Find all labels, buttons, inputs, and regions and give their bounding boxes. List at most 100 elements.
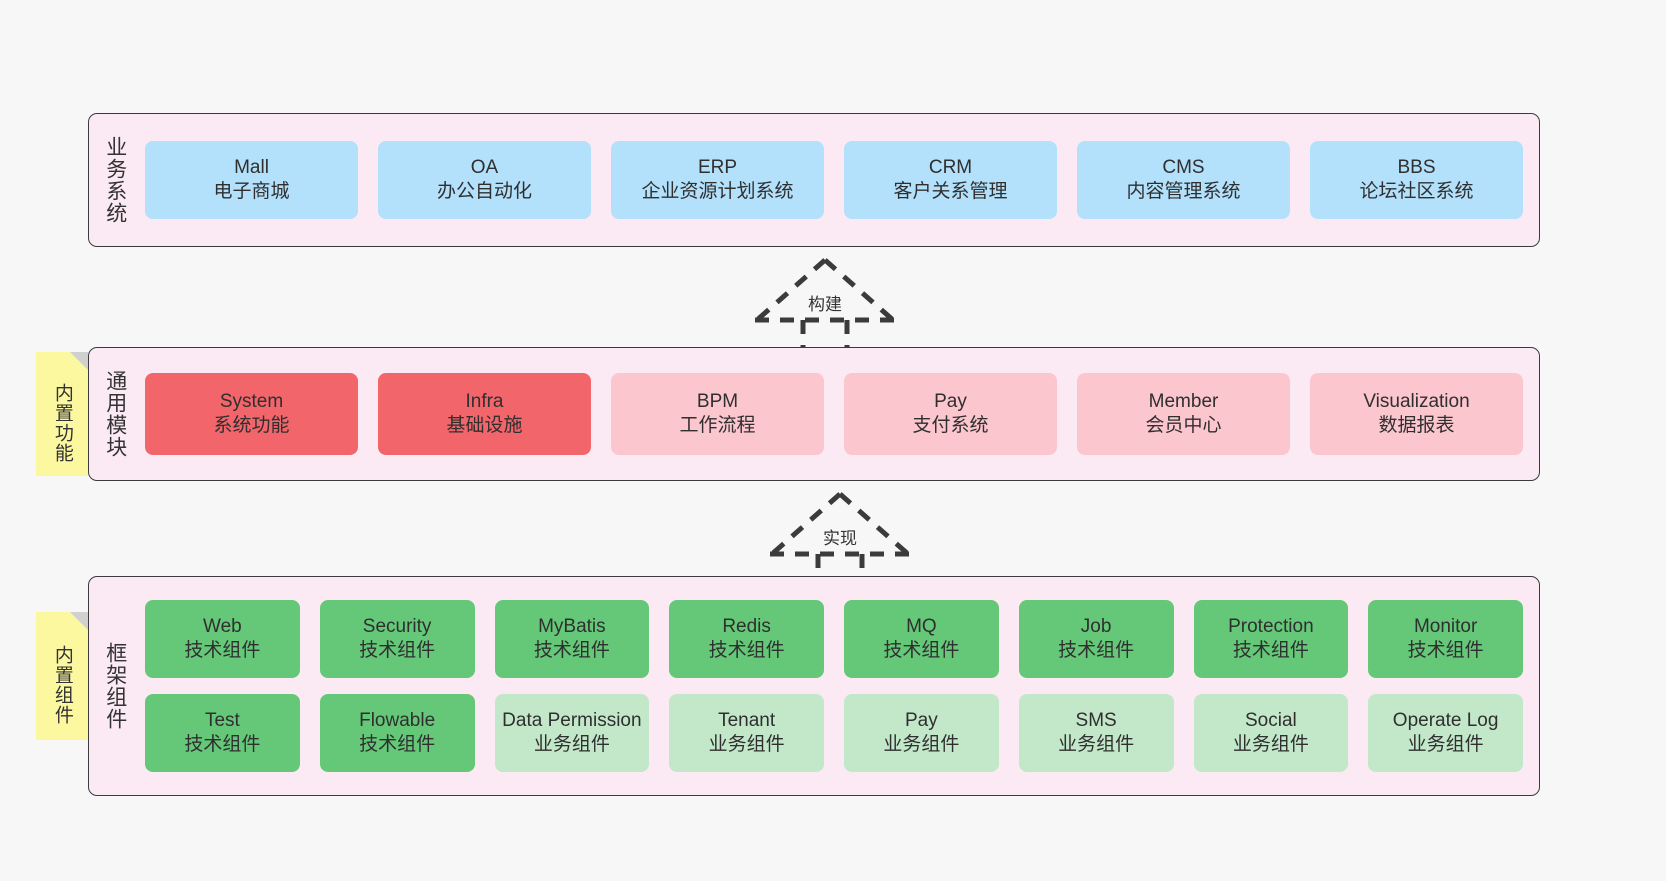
box-title: ERP <box>697 156 738 178</box>
box-subtitle: 内容管理系统 <box>1126 181 1241 202</box>
box-subtitle: 业务组件 <box>1232 734 1309 755</box>
box-crm[interactable]: CRM 客户关系管理 <box>844 141 1057 219</box>
box-redis[interactable]: Redis 技术组件 <box>669 600 824 678</box>
box-title: SMS <box>1075 709 1117 731</box>
note-builtin-components: 内置组件 <box>36 612 88 740</box>
panel-body-framework-components: Web 技术组件 Security 技术组件 MyBatis 技术组件 Redi… <box>141 577 1539 795</box>
note-label: 内置组件 <box>51 645 73 725</box>
arrowhead-left-edge <box>770 492 842 556</box>
box-protection[interactable]: Protection 技术组件 <box>1193 600 1349 678</box>
box-subtitle: 技术组件 <box>184 640 261 661</box>
box-title: Job <box>1080 615 1112 637</box>
note-builtin-features: 内置功能 <box>36 352 88 476</box>
box-subtitle: 支付系统 <box>912 415 989 436</box>
box-social[interactable]: Social 业务组件 <box>1193 694 1349 772</box>
box-title: CRM <box>928 156 973 178</box>
box-security[interactable]: Security 技术组件 <box>319 600 475 678</box>
box-subtitle: 技术组件 <box>708 640 785 661</box>
panel-body-common-modules: System 系统功能 Infra 基础设施 BPM 工作流程 Pay 支付系统… <box>141 348 1539 480</box>
arrowhead-right-edge <box>823 258 895 322</box>
box-subtitle: 业务组件 <box>708 734 785 755</box>
panel-common-modules: 通用模块 System 系统功能 Infra 基础设施 BPM 工作流程 Pay… <box>88 347 1540 481</box>
box-subtitle: 论坛社区系统 <box>1359 181 1474 202</box>
box-subtitle: 系统功能 <box>213 415 290 436</box>
note-fold-corner-icon <box>70 612 88 630</box>
box-subtitle: 数据报表 <box>1378 415 1455 436</box>
row-tech-components: Web 技术组件 Security 技术组件 MyBatis 技术组件 Redi… <box>145 600 1523 678</box>
box-mq[interactable]: MQ 技术组件 <box>844 600 999 678</box>
box-subtitle: 办公自动化 <box>436 181 532 202</box>
box-test[interactable]: Test 技术组件 <box>145 694 300 772</box>
box-mybatis[interactable]: MyBatis 技术组件 <box>494 600 650 678</box>
box-member[interactable]: Member 会员中心 <box>1077 373 1290 455</box>
box-title: Mall <box>234 156 269 178</box>
box-title: Web <box>203 615 242 637</box>
box-infra[interactable]: Infra 基础设施 <box>378 373 591 455</box>
box-sms[interactable]: SMS 业务组件 <box>1018 694 1174 772</box>
box-subtitle: 技术组件 <box>1232 640 1309 661</box>
box-subtitle: 技术组件 <box>359 734 436 755</box>
box-title: Member <box>1148 390 1219 412</box>
box-pay-component[interactable]: Pay 业务组件 <box>844 694 999 772</box>
box-erp[interactable]: ERP 企业资源计划系统 <box>611 141 824 219</box>
panel-framework-components: 框架组件 Web 技术组件 Security 技术组件 MyBatis 技术组件… <box>88 576 1540 796</box>
box-title: Operate Log <box>1392 709 1499 731</box>
box-data-permission[interactable]: Data Permission 业务组件 <box>494 694 650 772</box>
box-tenant[interactable]: Tenant 业务组件 <box>669 694 824 772</box>
box-subtitle: 基础设施 <box>446 415 523 436</box>
box-title: Visualization <box>1363 390 1470 412</box>
box-title: MyBatis <box>538 615 606 637</box>
box-subtitle: 技术组件 <box>883 640 960 661</box>
box-title: Pay <box>934 390 967 412</box>
box-subtitle: 业务组件 <box>1058 734 1135 755</box>
panel-label-common-modules: 通用模块 <box>103 370 127 458</box>
panel-label-business-systems: 业务系统 <box>103 136 127 224</box>
box-bpm[interactable]: BPM 工作流程 <box>611 373 824 455</box>
box-subtitle: 技术组件 <box>359 640 436 661</box>
note-label: 内置功能 <box>51 383 73 463</box>
panel-label-framework-components: 框架组件 <box>103 642 127 730</box>
box-visualization[interactable]: Visualization 数据报表 <box>1310 373 1523 455</box>
box-subtitle: 企业资源计划系统 <box>641 181 794 202</box>
box-title: Pay <box>905 709 938 731</box>
arrow-build: 构建 <box>725 252 925 362</box>
box-title: Infra <box>465 390 504 412</box>
box-title: CMS <box>1162 156 1205 178</box>
box-pay-module[interactable]: Pay 支付系统 <box>844 373 1057 455</box>
box-title: Social <box>1245 709 1297 731</box>
box-subtitle: 业务组件 <box>1407 734 1484 755</box>
box-mall[interactable]: Mall 电子商城 <box>145 141 358 219</box>
arrowhead-right-edge <box>838 492 910 556</box>
box-title: MQ <box>906 615 937 637</box>
box-subtitle: 技术组件 <box>1058 640 1135 661</box>
box-subtitle: 技术组件 <box>1407 640 1484 661</box>
box-flowable[interactable]: Flowable 技术组件 <box>319 694 475 772</box>
row-common-modules: System 系统功能 Infra 基础设施 BPM 工作流程 Pay 支付系统… <box>145 373 1523 455</box>
box-title: OA <box>470 156 499 178</box>
note-fold-corner-icon <box>70 352 88 370</box>
box-monitor[interactable]: Monitor 技术组件 <box>1368 600 1523 678</box>
box-title: BPM <box>696 390 739 412</box>
box-title: Flowable <box>359 709 436 731</box>
box-system[interactable]: System 系统功能 <box>145 373 358 455</box>
box-subtitle: 业务组件 <box>883 734 960 755</box>
row-business-systems: Mall 电子商城 OA 办公自动化 ERP 企业资源计划系统 CRM 客户关系… <box>145 141 1523 219</box>
box-title: Tenant <box>718 709 776 731</box>
box-bbs[interactable]: BBS 论坛社区系统 <box>1310 141 1523 219</box>
panel-business-systems: 业务系统 Mall 电子商城 OA 办公自动化 ERP 企业资源计划系统 CRM… <box>88 113 1540 247</box>
box-title: Security <box>362 615 432 637</box>
box-title: System <box>219 390 284 412</box>
box-subtitle: 电子商城 <box>213 181 290 202</box>
box-operate-log[interactable]: Operate Log 业务组件 <box>1368 694 1523 772</box>
row-business-components: Test 技术组件 Flowable 技术组件 Data Permission … <box>145 694 1523 772</box>
box-job[interactable]: Job 技术组件 <box>1018 600 1174 678</box>
box-subtitle: 业务组件 <box>533 734 610 755</box>
box-web[interactable]: Web 技术组件 <box>145 600 300 678</box>
box-subtitle: 会员中心 <box>1145 415 1222 436</box>
box-oa[interactable]: OA 办公自动化 <box>378 141 591 219</box>
box-title: Test <box>204 709 240 731</box>
box-title: Protection <box>1228 615 1314 637</box>
box-subtitle: 工作流程 <box>679 415 756 436</box>
box-cms[interactable]: CMS 内容管理系统 <box>1077 141 1290 219</box>
